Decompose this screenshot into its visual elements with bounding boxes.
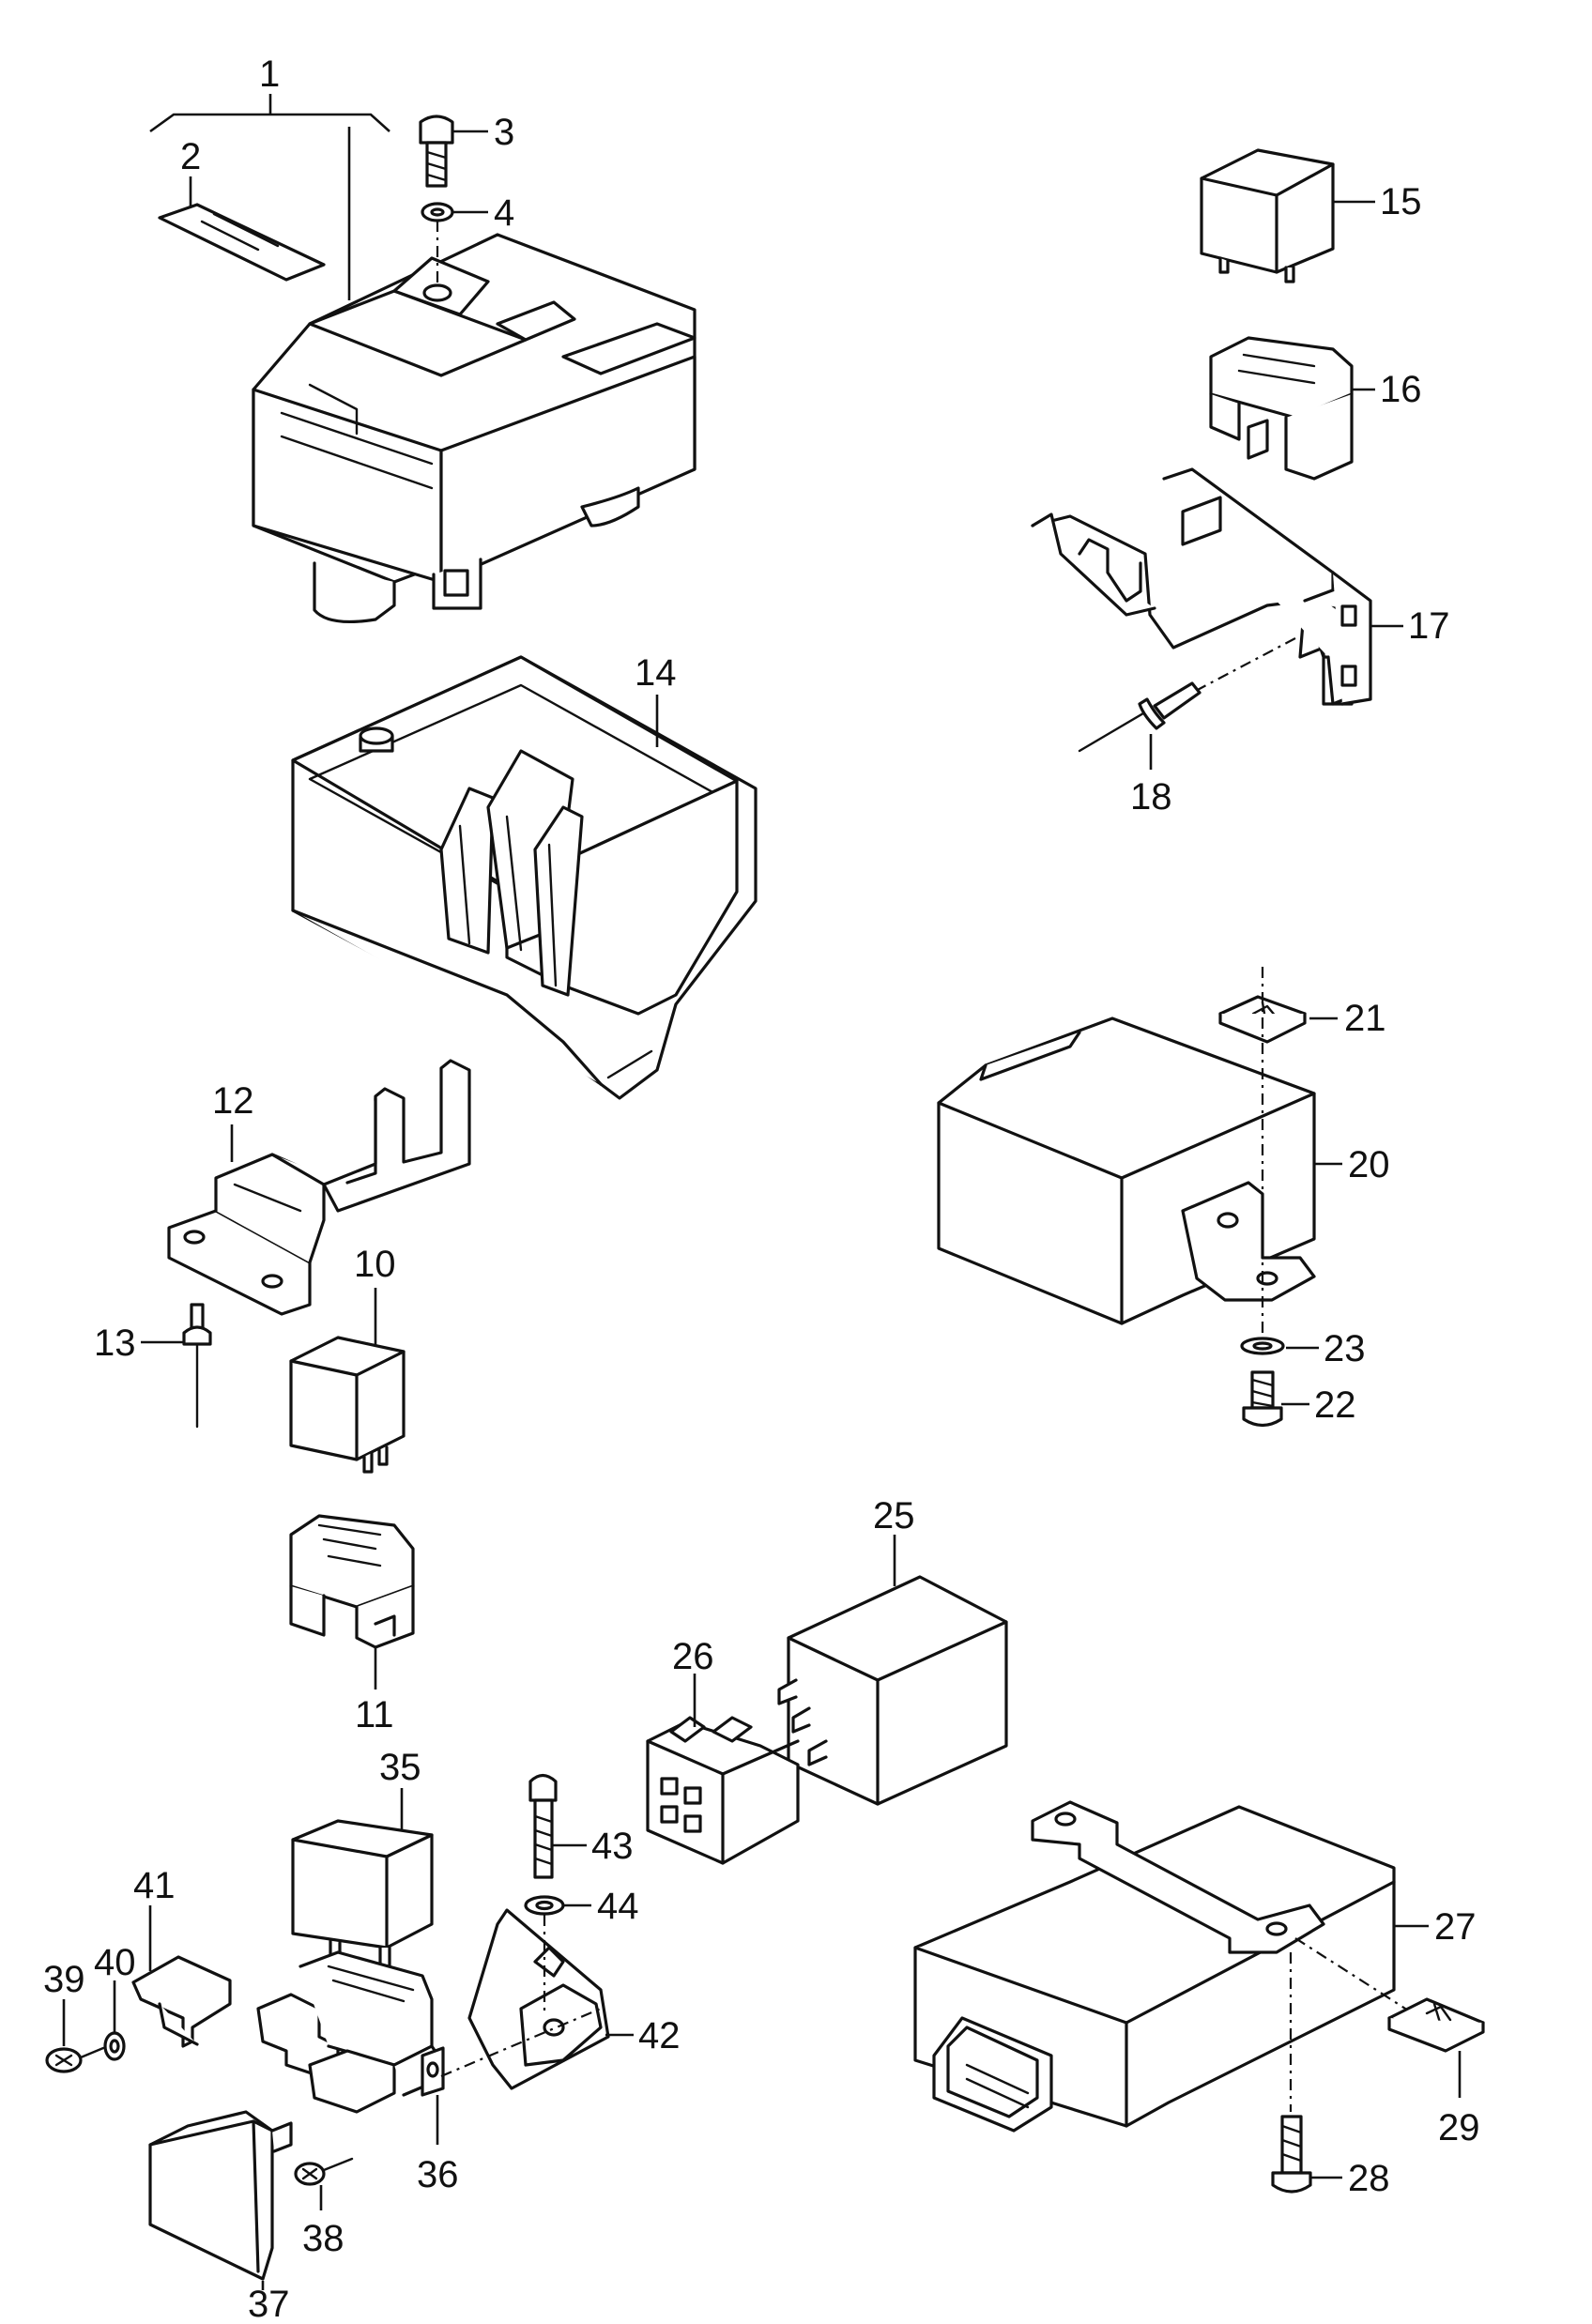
part-16-socket — [1209, 336, 1375, 481]
label-25: 25 — [873, 1495, 915, 1537]
label-42: 42 — [638, 2015, 681, 2056]
label-2: 2 — [180, 136, 201, 177]
label-36: 36 — [417, 2154, 459, 2195]
label-38: 38 — [302, 2218, 344, 2259]
part-38-screw — [294, 2157, 354, 2210]
part-29-clip-nut — [1387, 1997, 1485, 2098]
label-44: 44 — [597, 1886, 639, 1927]
part-42-bracket — [440, 1908, 634, 2090]
part-18-rivet — [1078, 637, 1296, 770]
part-number-labels: 1 2 3 4 10 11 12 13 14 15 16 17 18 20 21… — [43, 54, 1480, 2324]
part-20-control-unit — [937, 1017, 1342, 1325]
part-25-relay — [777, 1535, 1008, 1806]
label-18: 18 — [1130, 776, 1172, 818]
label-26: 26 — [672, 1636, 714, 1677]
label-35: 35 — [379, 1747, 421, 1788]
label-13: 13 — [94, 1323, 136, 1364]
part-37-cover — [148, 2110, 293, 2290]
label-27: 27 — [1434, 1906, 1477, 1948]
part-36-relay-socket — [256, 1950, 445, 2145]
label-21: 21 — [1344, 998, 1386, 1039]
part-12-bracket — [141, 1059, 471, 1429]
label-16: 16 — [1380, 369, 1422, 410]
label-3: 3 — [494, 112, 514, 153]
part-11-socket — [289, 1514, 415, 1689]
part-41-clip — [131, 1905, 232, 2048]
label-10: 10 — [354, 1244, 396, 1285]
label-23: 23 — [1324, 1328, 1366, 1369]
part-23-washer — [1240, 1337, 1319, 1355]
part-44-washer — [524, 1895, 591, 2013]
part-43-bolt — [528, 1773, 587, 1879]
label-39: 39 — [43, 1959, 85, 2000]
label-1: 1 — [259, 54, 280, 95]
part-1-control-unit — [149, 94, 696, 624]
label-12: 12 — [212, 1080, 254, 1122]
label-20: 20 — [1348, 1144, 1390, 1185]
label-14: 14 — [635, 652, 677, 694]
label-4: 4 — [494, 192, 514, 234]
label-43: 43 — [591, 1826, 634, 1867]
part-35-relay — [291, 1788, 434, 1973]
part-14-housing — [291, 655, 758, 1100]
label-41: 41 — [133, 1865, 176, 1906]
label-22: 22 — [1314, 1384, 1356, 1426]
part-28-screw — [1271, 2115, 1342, 2194]
part-22-screw — [1242, 1370, 1309, 1428]
part-10-relay — [289, 1288, 406, 1474]
label-37: 37 — [248, 2284, 290, 2324]
part-27-control-unit — [913, 1800, 1429, 2133]
label-40: 40 — [94, 1942, 136, 1983]
part-26-socket — [646, 1674, 800, 1865]
label-28: 28 — [1348, 2158, 1390, 2199]
label-11: 11 — [355, 1694, 394, 1735]
label-17: 17 — [1408, 605, 1450, 647]
part-15-relay — [1200, 148, 1375, 283]
part-40-washer — [103, 1980, 126, 2061]
part-21-clip-nut — [1218, 967, 1338, 1352]
part-17-bracket — [1031, 467, 1403, 706]
label-15: 15 — [1380, 181, 1422, 222]
label-29: 29 — [1438, 2107, 1480, 2148]
part-39-screw — [45, 1999, 105, 2073]
